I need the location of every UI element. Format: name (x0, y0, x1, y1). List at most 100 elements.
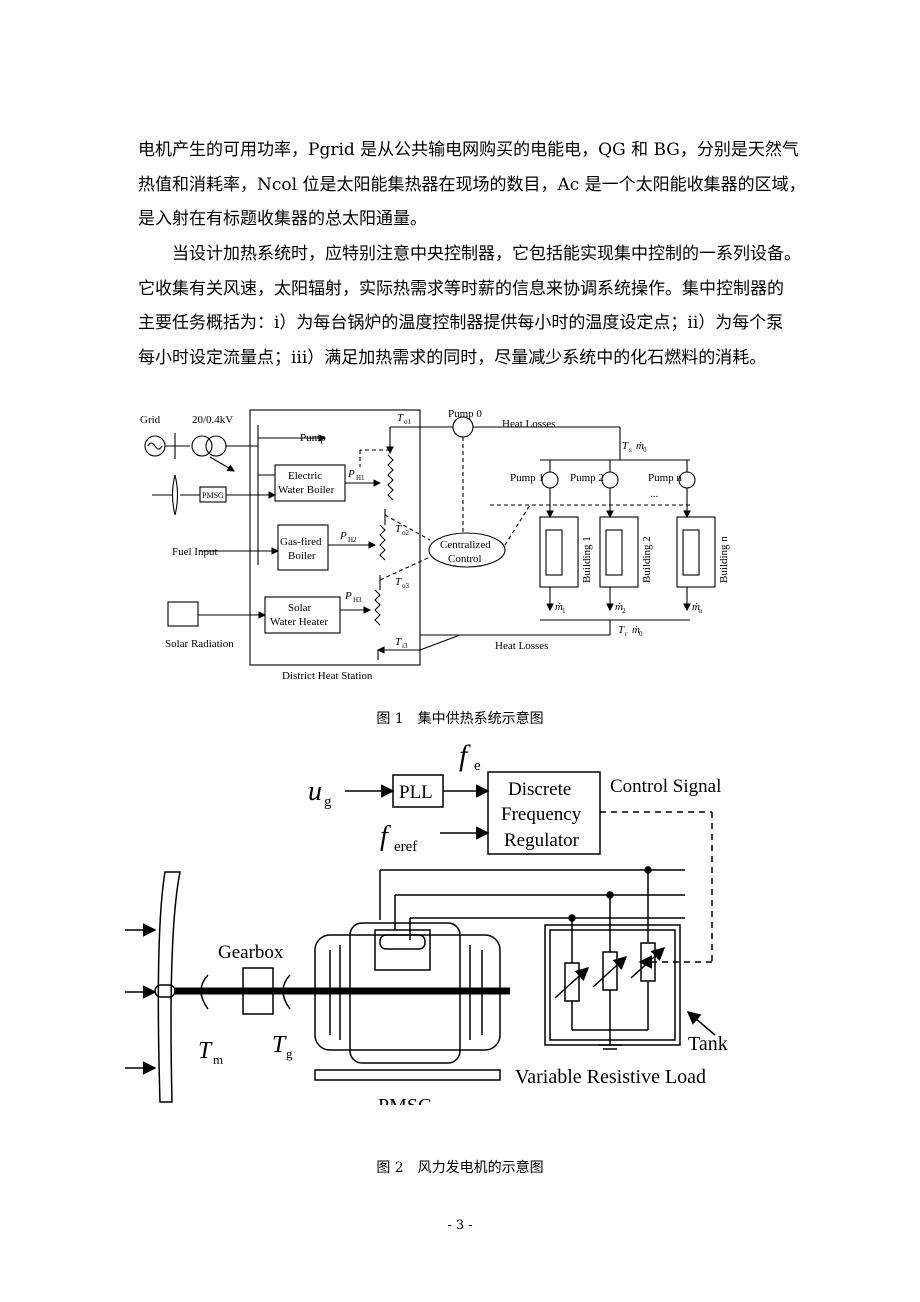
fig1-ellipsis: ... (650, 488, 659, 500)
fig1-ph2: P (339, 530, 347, 542)
fig1-building1-label: Building 1 (581, 536, 593, 583)
paragraph-line: 每小时设定流量点；iii）满足加热需求的同时，尽量减少系统中的化石燃料的消耗。 (138, 347, 767, 368)
fig1-m1: ṁ (555, 601, 563, 613)
fig1-control-line2: Control (448, 553, 482, 565)
pump-2-icon (601, 471, 619, 489)
fig1-fuel-input-label: Fuel Input (172, 546, 218, 558)
fig2-regulator-line1: Discrete (508, 779, 571, 800)
gearbox-box (242, 967, 274, 1015)
fig1-ti3-sub: i3 (402, 642, 408, 650)
fig1-m1-sub: 1 (562, 607, 566, 615)
fig1-heat-losses-top: Heat Losses (502, 418, 555, 430)
fig1-gas-boiler-line2: Boiler (288, 550, 316, 562)
fig1-tr: T (618, 624, 625, 636)
fig2-pmsg-label: PMSG (378, 1095, 432, 1105)
solar-panel-icon (167, 601, 199, 627)
building-2-box (599, 516, 639, 588)
fig2-gearbox-label: Gearbox (218, 942, 284, 963)
fig1-electric-boiler-line2: Water Boiler (278, 484, 335, 496)
building-n-box (676, 516, 716, 588)
fig1-to2-sub: o2 (402, 529, 410, 537)
fig2-pll-label: PLL (399, 782, 433, 803)
fig1-ph1-sub: H1 (356, 474, 365, 482)
fig1-transformer-label: 20/0.4kV (192, 414, 233, 426)
discrete-frequency-regulator-box (487, 771, 601, 855)
paragraph-line: 主要任务概括为：i）为每台锅炉的温度控制器提供每小时的温度设定点；ii）为每个泵 (138, 313, 784, 333)
paragraph-line: 当设计加热系统时，应特别注意中央控制器，它包括能实现集中控制的一系列设备。 (172, 244, 798, 264)
building-1-box (539, 516, 579, 588)
fig1-pump-label: Pump (300, 432, 326, 444)
page-number: - 3 - (447, 1218, 473, 1233)
fig1-m0-bottom: ṁ (632, 624, 640, 636)
fig1-m0-top-sub: 0 (643, 446, 647, 454)
fig1-to3: T (395, 576, 402, 588)
fig2-feref: f (380, 821, 391, 852)
fig2-load-label: Variable Resistive Load (515, 1066, 706, 1088)
fig2-tg: T (272, 1032, 287, 1058)
fig2-fe: f (459, 740, 471, 772)
paragraph-line: 电机产生的可用功率，Pgrid 是从公共输电网购买的电能电，QG 和 BG，分别… (138, 140, 798, 160)
fig1-ph1: P (347, 468, 355, 480)
fig1-m0-bottom-sub: 0 (639, 630, 643, 638)
fig1-ph3-sub: H3 (353, 596, 362, 604)
figure-2-caption: 图 2 风力发电机的示意图 (376, 1160, 544, 1176)
fig1-m0-top: ṁ (636, 440, 644, 452)
fig1-m2: ṁ (615, 601, 623, 613)
fig1-solar-heater-line2: Water Heater (270, 616, 328, 628)
paragraph-2: 当设计加热系统时，应特别注意中央控制器，它包括能实现集中控制的一系列设备。 它收… (138, 237, 798, 375)
paragraph-line: 热值和消耗率，Ncol 位是太阳能集热器在现场的数目，Ac 是一个太阳能收集器的… (138, 174, 798, 195)
fig2-tm-sub: m (213, 1052, 223, 1067)
turbine-blade-icon (157, 871, 181, 1103)
paragraph-line: 是入射在有标题收集器的总太阳通量。 (138, 209, 427, 229)
fig2-control-signal-label: Control Signal (610, 776, 721, 797)
fig1-solar-radiation-label: Solar Radiation (165, 638, 234, 650)
fig1-mn-sub: n (699, 607, 703, 615)
fig2-ug: u (308, 776, 322, 807)
fig1-building2-label: Building 2 (641, 536, 653, 583)
fig1-to3-sub: o3 (402, 582, 410, 590)
fig1-solar-heater-line1: Solar (288, 602, 312, 614)
pump-1-icon (541, 471, 559, 489)
pmsg-terminal-box (374, 929, 431, 971)
fig2-regulator-line3: Regulator (504, 830, 580, 851)
fig2-ug-sub: g (324, 794, 332, 810)
fig1-pump0-label: Pump 0 (448, 408, 482, 420)
fig1-pump2-label: Pump 2 (570, 472, 604, 484)
paragraph-1: 电机产生的可用功率，Pgrid 是从公共输电网购买的电能电，QG 和 BG，分别… (138, 133, 798, 237)
fig1-gas-boiler-line1: Gas-fired (280, 536, 322, 548)
fig1-ts-sub: s (629, 446, 632, 454)
fig2-tank-label: Tank (688, 1033, 728, 1055)
fig1-station-label: District Heat Station (282, 670, 373, 682)
fig1-mn: ṁ (692, 601, 700, 613)
fig2-tm: T (198, 1038, 213, 1064)
fig1-tr-sub: r (625, 630, 628, 638)
fig1-pumpn-label: Pump n (648, 472, 682, 484)
fig1-control-line1: Centralized (440, 539, 491, 551)
pump-0-icon (452, 416, 474, 438)
figure-2-wind-turbine-diagram: f e u g PLL Discrete Frequency Regulator… (125, 740, 728, 1105)
paragraph-line: 它收集有关风速，太阳辐射，实际热需求等时薪的信息来协调系统操作。集中控制器的 (138, 278, 784, 299)
fig1-grid-label: Grid (140, 414, 161, 426)
fig2-feref-sub: eref (394, 839, 417, 855)
fig1-pmsg-label: PMSG (202, 491, 224, 500)
fig1-ph3: P (344, 590, 352, 602)
fig1-ph2-sub: H2 (348, 536, 357, 544)
fig1-ts: T (622, 440, 629, 452)
fig1-to1: T (397, 412, 404, 424)
transformer-icon (191, 435, 213, 457)
figure-1-district-heating-diagram: Grid 20/0.4kV Pump PMSG Electric Water B… (140, 408, 730, 682)
fig1-to2: T (395, 523, 402, 535)
fig1-heat-losses-bottom: Heat Losses (495, 640, 548, 652)
fig2-fe-sub: e (474, 758, 481, 774)
fig1-pump1-label: Pump 1 (510, 472, 544, 484)
figure-1-caption: 图 1 集中供热系统示意图 (376, 711, 544, 727)
fig2-tg-sub: g (286, 1046, 293, 1061)
district-heat-station-box (249, 409, 421, 666)
fig2-regulator-line2: Frequency (501, 804, 582, 825)
fig1-buildingn-label: Building n (718, 536, 730, 583)
fig1-ti3: T (395, 636, 402, 648)
centralized-control-ellipse (428, 532, 506, 568)
wind-turbine-icon (171, 474, 179, 516)
fig1-to1-sub: o1 (404, 418, 412, 426)
fig1-m2-sub: 2 (622, 607, 626, 615)
